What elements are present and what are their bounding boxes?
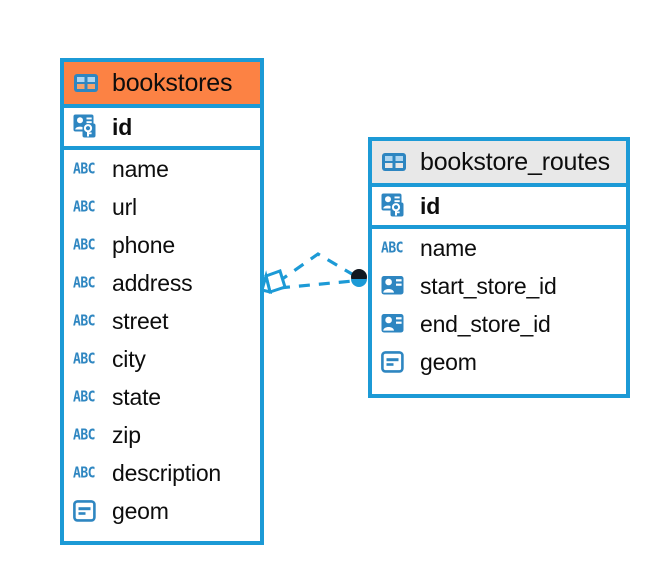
- abc-text-glyph: ABC: [73, 274, 95, 292]
- field-row[interactable]: geom: [372, 343, 626, 381]
- relationship-line-upper: [277, 252, 358, 284]
- primary-key-icon: [73, 113, 103, 141]
- field-row[interactable]: ABC url: [64, 188, 260, 226]
- field-row[interactable]: ABC city: [64, 340, 260, 378]
- many-diamond-marker: [260, 269, 287, 295]
- field-label: description: [112, 459, 222, 486]
- abc-text-icon: ABC: [73, 193, 103, 221]
- abc-text-glyph: ABC: [73, 350, 95, 368]
- geometry-icon: [381, 348, 411, 376]
- abc-text-icon: ABC: [73, 459, 103, 487]
- abc-text-icon: ABC: [73, 383, 103, 411]
- abc-text-icon: ABC: [73, 269, 103, 297]
- field-row[interactable]: ABC address: [64, 264, 260, 302]
- field-row-primary-key[interactable]: id: [372, 187, 626, 225]
- field-label: geom: [420, 348, 477, 375]
- field-row[interactable]: ABC name: [372, 229, 626, 267]
- abc-text-glyph: ABC: [73, 426, 95, 444]
- field-row[interactable]: ABC name: [64, 150, 260, 188]
- field-label: id: [112, 113, 133, 140]
- abc-text-glyph: ABC: [73, 312, 95, 330]
- field-label: start_store_id: [420, 272, 557, 299]
- field-row[interactable]: ABC state: [64, 378, 260, 416]
- abc-text-glyph: ABC: [73, 160, 95, 178]
- primary-key-icon: [381, 192, 411, 220]
- entity-title: bookstores: [112, 68, 233, 97]
- entity-bookstores[interactable]: bookstores id: [60, 58, 264, 545]
- field-row[interactable]: start_store_id: [372, 267, 626, 305]
- field-label: street: [112, 307, 169, 334]
- abc-text-glyph: ABC: [381, 239, 403, 257]
- one-filled-circle-marker: [351, 269, 367, 285]
- field-label: url: [112, 193, 137, 220]
- geometry-icon: [73, 497, 103, 525]
- abc-text-glyph: ABC: [73, 388, 95, 406]
- entity-bookstore-routes[interactable]: bookstore_routes: [368, 137, 630, 398]
- field-label: phone: [112, 231, 175, 258]
- abc-text-icon: ABC: [381, 234, 411, 262]
- field-row[interactable]: ABC street: [64, 302, 260, 340]
- field-label: zip: [112, 421, 141, 448]
- field-label: id: [420, 192, 441, 219]
- entity-header-bookstore-routes[interactable]: bookstore_routes: [372, 141, 626, 187]
- table-icon: [73, 69, 103, 97]
- abc-text-icon: ABC: [73, 421, 103, 449]
- field-label: name: [112, 155, 169, 182]
- one-marker-accent: [351, 279, 367, 287]
- field-label: address: [112, 269, 193, 296]
- foreign-key-icon: [381, 272, 411, 300]
- entity-title: bookstore_routes: [420, 147, 610, 176]
- field-row[interactable]: ABC description: [64, 454, 260, 492]
- relationship-line-lower: [278, 279, 354, 290]
- entity-header-bookstores[interactable]: bookstores: [64, 62, 260, 108]
- abc-text-icon: ABC: [73, 155, 103, 183]
- foreign-key-icon: [381, 310, 411, 338]
- table-icon: [381, 148, 411, 176]
- abc-text-glyph: ABC: [73, 464, 95, 482]
- primary-key-section: id: [64, 108, 260, 150]
- field-row[interactable]: geom: [64, 492, 260, 530]
- field-row[interactable]: ABC phone: [64, 226, 260, 264]
- field-row[interactable]: ABC zip: [64, 416, 260, 454]
- abc-text-glyph: ABC: [73, 198, 95, 216]
- field-label: city: [112, 345, 146, 372]
- abc-text-icon: ABC: [73, 345, 103, 373]
- field-label: state: [112, 383, 161, 410]
- field-label: end_store_id: [420, 310, 551, 337]
- field-row[interactable]: end_store_id: [372, 305, 626, 343]
- abc-text-icon: ABC: [73, 231, 103, 259]
- field-row-primary-key[interactable]: id: [64, 108, 260, 146]
- abc-text-glyph: ABC: [73, 236, 95, 254]
- field-label: name: [420, 234, 477, 261]
- primary-key-section: id: [372, 187, 626, 229]
- abc-text-icon: ABC: [73, 307, 103, 335]
- field-label: geom: [112, 497, 169, 524]
